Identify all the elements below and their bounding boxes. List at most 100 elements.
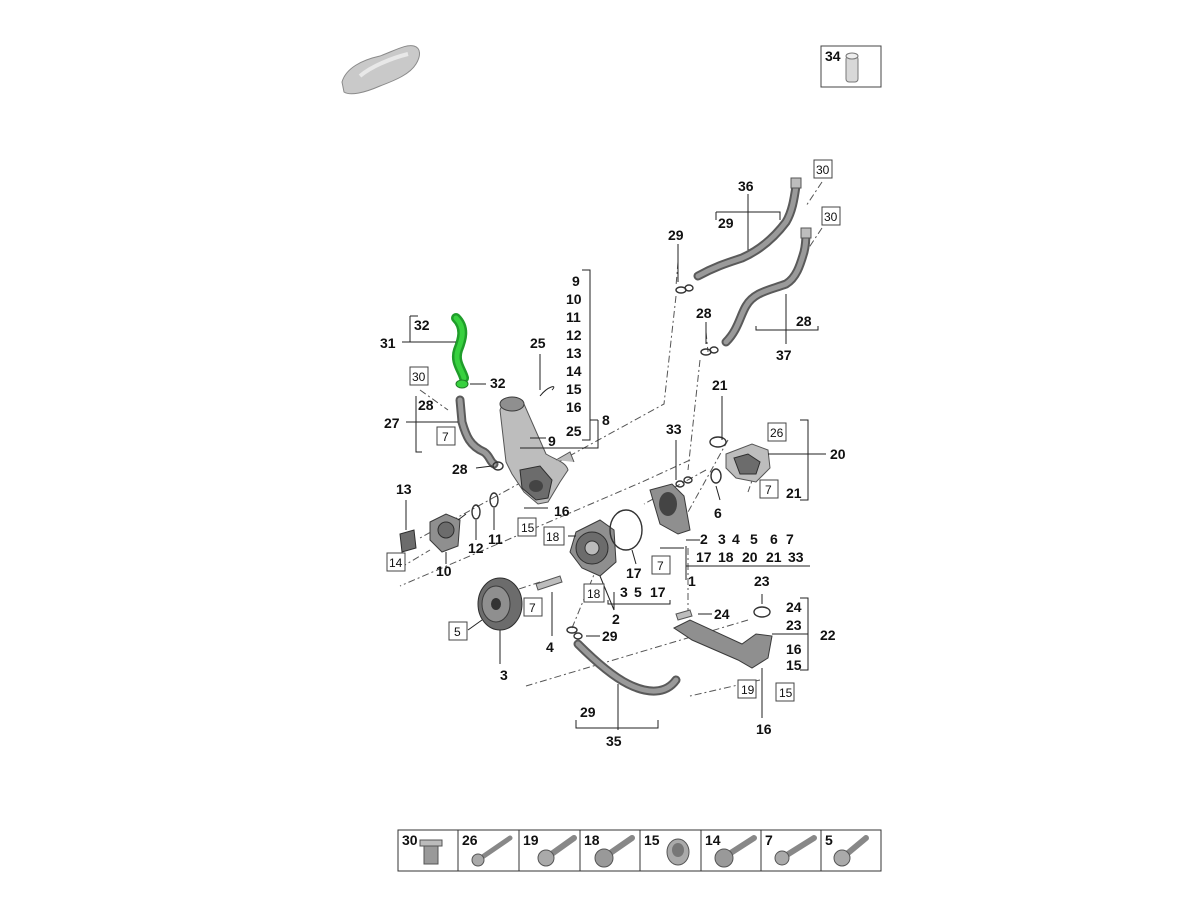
coolant-pipe-37[interactable] — [721, 227, 812, 347]
callout-19: 19 — [741, 683, 755, 697]
callout-29: 29 — [668, 227, 684, 243]
bolt-number: 18 — [584, 832, 600, 848]
callout-28: 28 — [452, 461, 468, 477]
plug-icon — [666, 838, 690, 866]
bolt-number: 26 — [462, 832, 478, 848]
callout-30: 30 — [824, 210, 838, 224]
coolant-pipe-36[interactable] — [693, 177, 802, 281]
highlighted-hose-31[interactable] — [451, 313, 469, 389]
clip-25 — [539, 386, 555, 397]
callout-9: 9 — [572, 273, 580, 289]
sleeve-icon — [845, 52, 859, 83]
callout-30: 30 — [412, 370, 426, 384]
callout-11: 11 — [488, 531, 503, 547]
callout-5: 5 — [454, 625, 461, 639]
callout-7: 7 — [529, 601, 536, 615]
callout-28: 28 — [418, 397, 434, 413]
callout-13: 13 — [396, 481, 412, 497]
callout-20: 20 — [830, 446, 846, 462]
bolt-strip: 30 26 19 18 15 14 — [397, 829, 882, 872]
long-bolt-icon — [471, 835, 513, 867]
callout-33: 33 — [788, 549, 804, 565]
bracket-22[interactable] — [673, 606, 773, 669]
bracket-13 — [399, 529, 417, 553]
callout-3: 3 — [500, 667, 508, 683]
callout-2: 2 — [612, 611, 620, 627]
component-20[interactable] — [709, 436, 771, 484]
coolant-hose-27[interactable] — [455, 395, 504, 471]
callout-29: 29 — [580, 704, 596, 720]
hex-bolt-icon — [774, 835, 817, 866]
part-34-box[interactable]: 34 — [820, 45, 882, 88]
callout-7: 7 — [765, 483, 772, 497]
callout-27: 27 — [384, 415, 400, 431]
coolant-pipe-35[interactable] — [566, 626, 681, 696]
flange-bolt-icon — [714, 835, 757, 868]
callout-10: 10 — [566, 291, 582, 307]
callout-30: 30 — [816, 163, 830, 177]
callout-25: 25 — [530, 335, 546, 351]
callout-23: 23 — [786, 617, 802, 633]
callout-22: 22 — [820, 627, 836, 643]
callout-12: 12 — [468, 540, 484, 556]
coolant-housing-8[interactable] — [499, 396, 575, 505]
callout-29: 29 — [602, 628, 618, 644]
callout-5: 5 — [750, 531, 758, 547]
callout-21: 21 — [786, 485, 802, 501]
callout-13: 13 — [566, 345, 582, 361]
callout-6: 6 — [714, 505, 722, 521]
bolt-number: 30 — [402, 832, 418, 848]
callout-32: 32 — [414, 317, 430, 333]
car-silhouette-icon — [341, 45, 420, 95]
callout-7: 7 — [786, 531, 794, 547]
callout-15: 15 — [566, 381, 582, 397]
callout-14: 14 — [389, 556, 403, 570]
callout-28: 28 — [796, 313, 812, 329]
bolt-number: 15 — [644, 832, 660, 848]
bolt-number: 7 — [765, 832, 773, 848]
callout-26: 26 — [770, 426, 784, 440]
o-rings-11-12 — [471, 492, 499, 520]
bolt-number: 5 — [825, 832, 833, 848]
water-pump-2[interactable] — [569, 519, 617, 577]
callout-3: 3 — [620, 584, 628, 600]
callout-37: 37 — [776, 347, 792, 363]
callout-20: 20 — [742, 549, 758, 565]
callout-15: 15 — [779, 686, 793, 700]
callout-6: 6 — [770, 531, 778, 547]
callout-8: 8 — [602, 412, 610, 428]
callout-33: 33 — [666, 421, 682, 437]
leader-lines — [402, 194, 826, 730]
o-ring-28 — [700, 346, 719, 356]
callout-11: 11 — [566, 309, 581, 325]
bracket-33[interactable] — [649, 476, 693, 535]
callout-21: 21 — [766, 549, 782, 565]
callout-9: 9 — [548, 433, 556, 449]
callout-2: 2 — [700, 531, 708, 547]
callout-16: 16 — [786, 641, 802, 657]
callout-23: 23 — [754, 573, 770, 589]
callout-4: 4 — [732, 531, 740, 547]
callout-1: 1 — [688, 573, 696, 589]
bolt-number: 14 — [705, 832, 721, 848]
callout-5: 5 — [634, 584, 642, 600]
ref-boxes — [386, 159, 841, 702]
valve-10[interactable] — [429, 513, 467, 553]
callout-labels: 36 29 30 30 29 28 28 37 9 10 11 12 13 14… — [380, 163, 846, 749]
callout-15: 15 — [786, 657, 802, 673]
callout-16: 16 — [756, 721, 772, 737]
callout-17: 17 — [626, 565, 642, 581]
flange-bolt-icon — [419, 839, 443, 865]
callout-35: 35 — [606, 733, 622, 749]
o-ring-29 — [675, 284, 694, 294]
pulley-3[interactable] — [477, 577, 523, 631]
callout-4: 4 — [546, 639, 554, 655]
gasket-17 — [609, 509, 643, 551]
callout-21: 21 — [712, 377, 728, 393]
part-34-number: 34 — [825, 48, 841, 64]
callout-16: 16 — [554, 503, 570, 519]
callout-25: 25 — [566, 423, 582, 439]
callout-14: 14 — [566, 363, 582, 379]
callout-24: 24 — [714, 606, 730, 622]
